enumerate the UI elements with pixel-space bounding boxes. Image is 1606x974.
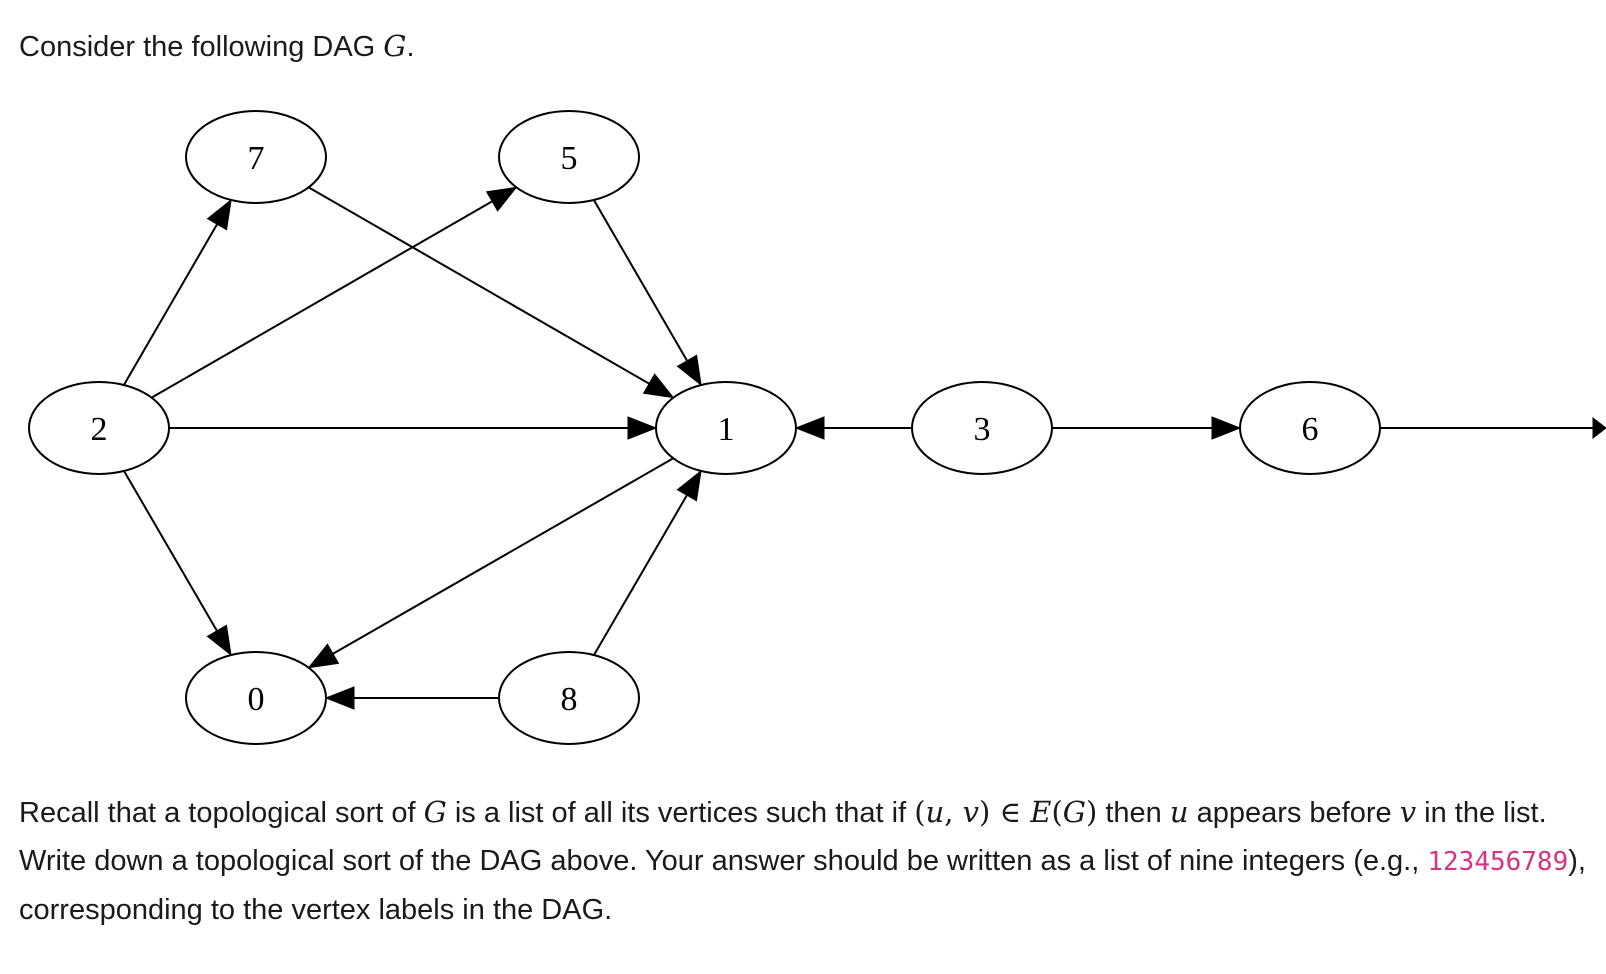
- edge-2-to-5-arrowhead: [485, 186, 518, 212]
- var-v-2: v: [1399, 795, 1417, 829]
- edge-8-to-1-arrowhead: [676, 469, 702, 502]
- node-8: 8: [498, 651, 640, 745]
- node-7-ellipse: [185, 110, 327, 204]
- dag-nodes: 7 5 2 1 3 6 0 8: [28, 110, 1381, 745]
- edge-2-to-1-arrowhead: [627, 416, 658, 440]
- edge-8-to-0: [324, 686, 499, 710]
- dag-edges: [123, 186, 1242, 710]
- edge-5-to-1-arrowhead: [676, 354, 702, 387]
- edge-1-to-0-line: [332, 457, 674, 655]
- var-u: u: [925, 795, 945, 829]
- edge-set-symbol: E: [1030, 795, 1052, 829]
- edge-3-to-1-arrowhead: [794, 416, 825, 440]
- node-0-label: 0: [248, 681, 265, 718]
- node-5-label: 5: [561, 140, 578, 177]
- node-3-ellipse: [911, 381, 1053, 475]
- intro-sentence: Consider the following DAG: [19, 31, 384, 63]
- edge-7-to-1: [308, 186, 675, 399]
- node-2-ellipse: [28, 381, 170, 475]
- edge-6-outgoing-arrowhead: [1592, 416, 1606, 440]
- var-v: v: [962, 795, 980, 829]
- edge-2-to-7-arrowhead: [206, 198, 232, 231]
- node-6: 6: [1239, 381, 1381, 475]
- edge-2-to-5: [151, 186, 518, 399]
- node-5-ellipse: [498, 110, 640, 204]
- node-0: 0: [185, 651, 327, 745]
- node-1-ellipse: [655, 381, 797, 475]
- edge-2-to-0-line: [123, 470, 218, 632]
- edge-set-open-paren: (: [1051, 795, 1063, 829]
- node-1-label: 1: [718, 411, 735, 448]
- edge-2-to-7: [123, 198, 232, 386]
- edge-1-to-0-arrowhead: [307, 643, 340, 669]
- edge-3-to-6: [1052, 416, 1242, 440]
- var-u-2: u: [1169, 795, 1189, 829]
- edge-1-to-0: [307, 457, 674, 669]
- question-text-5: in the list. Write down a topological so…: [19, 797, 1547, 877]
- node-2: 2: [28, 381, 170, 475]
- intro-text: Consider the following DAG G.: [19, 24, 415, 69]
- node-8-label: 8: [561, 681, 578, 718]
- edge-set-close-paren: ): [1085, 795, 1098, 829]
- edge-8-to-1: [593, 469, 702, 656]
- node-2-label: 2: [91, 411, 108, 448]
- node-5: 5: [498, 110, 640, 204]
- edge-8-to-1-line: [593, 494, 688, 656]
- edge-5-to-1: [593, 199, 702, 387]
- dag-diagram: 7 5 2 1 3 6 0 8: [28, 110, 1606, 745]
- intro-period: .: [406, 31, 415, 63]
- node-3: 3: [911, 381, 1053, 475]
- graph-symbol-2: G: [423, 795, 447, 829]
- example-answer-code: 123456789: [1427, 847, 1569, 877]
- edge-3-to-1: [794, 416, 912, 440]
- node-6-label: 6: [1302, 411, 1319, 448]
- node-0-ellipse: [185, 651, 327, 745]
- question-text: Recall that a topological sort of G is a…: [19, 788, 1599, 934]
- question-text-1: Recall that a topological sort of: [19, 797, 424, 829]
- node-7: 7: [185, 110, 327, 204]
- pair-close-paren: ): [979, 795, 991, 829]
- edge-5-to-1-line: [593, 199, 688, 362]
- graph-symbol-3: G: [1062, 795, 1086, 829]
- edge-2-to-0: [123, 470, 232, 657]
- question-text-6: ), corresponding to the vertex labels in…: [19, 845, 1586, 926]
- edge-8-to-0-arrowhead: [324, 686, 355, 710]
- element-of-symbol: ∈: [990, 795, 1031, 829]
- edge-7-to-1-line: [308, 186, 650, 385]
- node-1: 1: [655, 381, 797, 475]
- edge-2-to-5-line: [151, 200, 493, 399]
- node-7-label: 7: [248, 140, 265, 177]
- edge-2-to-1: [169, 416, 658, 440]
- node-8-ellipse: [498, 651, 640, 745]
- pair-open-paren: (: [914, 795, 926, 829]
- question-text-4: appears before: [1188, 797, 1400, 829]
- edge-7-to-1-arrowhead: [642, 373, 675, 399]
- pair-comma: ,: [944, 795, 963, 829]
- edge-2-to-0-arrowhead: [206, 624, 232, 657]
- edge-3-to-6-arrowhead: [1211, 416, 1242, 440]
- dag-offscreen-edge: [1380, 416, 1606, 440]
- graph-symbol: G: [383, 29, 407, 63]
- edge-2-to-7-line: [123, 223, 218, 386]
- question-text-2: is a list of all its vertices such that …: [446, 797, 915, 829]
- node-6-ellipse: [1239, 381, 1381, 475]
- question-text-3: then: [1097, 797, 1170, 829]
- node-3-label: 3: [974, 411, 991, 448]
